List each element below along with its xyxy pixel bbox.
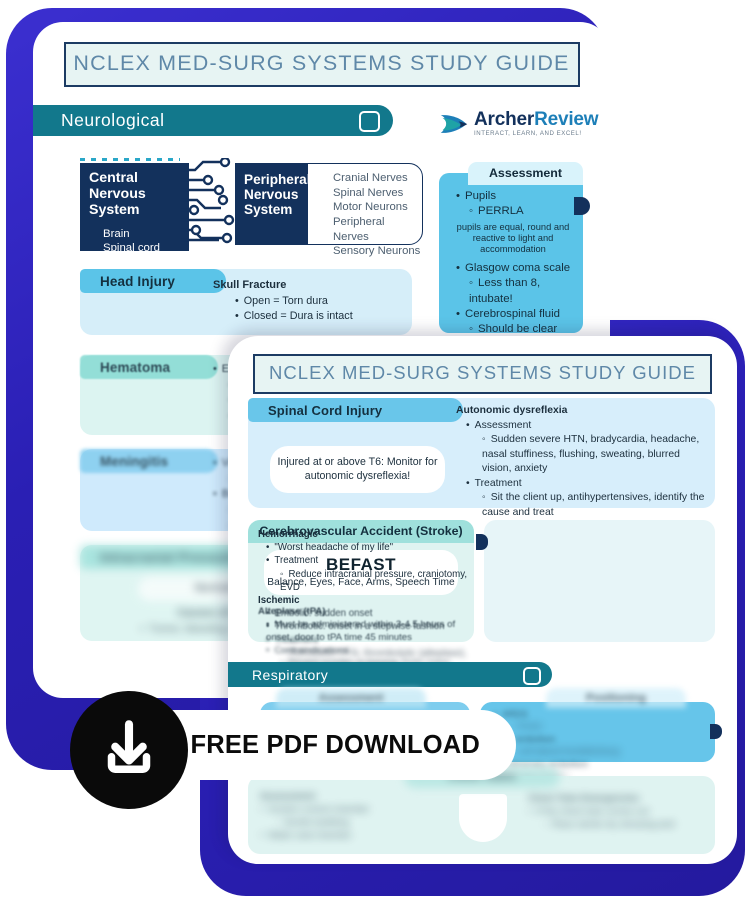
list-item: Pulmonary embolism xyxy=(494,758,719,770)
list-item: If the chest tube comes out xyxy=(528,805,708,818)
system-label-respiratory: Respiratory xyxy=(252,666,329,683)
list-item: Treatment xyxy=(466,477,708,492)
list-item: ARDS xyxy=(494,708,719,720)
checkbox-icon[interactable] xyxy=(523,667,541,685)
list-item: Sensory Neurons xyxy=(333,245,421,258)
list-item: Place sterile dry dressing and xyxy=(543,818,708,831)
chest-assessment-heading: Assessment xyxy=(260,790,316,801)
list-item: Reduce intracranial pressure, craniotomy… xyxy=(280,568,473,594)
brand-tagline: INTERACT, LEARN, AND EXCEL! xyxy=(474,130,582,137)
spinal-cord-injury-tab: Spinal Cord Injury xyxy=(248,398,463,422)
circuit-lines-graphic xyxy=(181,156,237,250)
list-item: Should be clear xyxy=(469,322,577,337)
autonomic-dysreflexia-content: Autonomic dysreflexia Assessment Sudden … xyxy=(456,404,708,521)
head-injury-list: Open = Torn dura Closed = Dura is intact xyxy=(213,294,353,325)
pns-title: Peripheral Nervous System xyxy=(236,164,311,244)
list-item: Cerebrospinal fluid xyxy=(456,307,577,322)
list-item: Sit the client up, antihypertensives, id… xyxy=(482,491,708,520)
list-item: Treatment xyxy=(266,634,473,647)
list-item: Gentle bubbling xyxy=(275,816,455,829)
list-item: Left lateral trendelenburg xyxy=(509,745,719,757)
list-item: Motor Neurons xyxy=(333,201,408,214)
hemorrhagic-heading: Hemorrhagic xyxy=(258,529,318,540)
list-item: Thrombotic: onset in a stepwise fashion xyxy=(266,620,473,633)
list-item: Closed = Dura is intact xyxy=(235,309,353,324)
respiratory-assessment-tab: Assessment xyxy=(276,688,426,708)
archer-arrow-icon xyxy=(439,111,469,137)
list-item: Glasgow coma scale xyxy=(456,261,577,276)
archer-review-logo: ArcherReview INTERACT, LEARN, AND EXCEL! xyxy=(439,109,599,137)
cva-tab: Cerebrovascular Accident (Stroke) xyxy=(248,520,474,543)
head-injury-content: Skull Fracture Open = Torn dura Closed =… xyxy=(213,278,353,324)
list-item: Sudden severe HTN, bradycardia, headache… xyxy=(482,433,708,477)
assessment-tab: Assessment xyxy=(468,162,583,185)
system-label-neurological: Neurological xyxy=(61,110,165,130)
list-item: Spinal cord xyxy=(103,242,160,255)
list-item: Air embolism xyxy=(494,733,719,745)
download-label: FREE PDF DOWNLOAD xyxy=(190,730,480,759)
head-injury-tab: Head Injury xyxy=(80,269,226,293)
skull-fracture-heading: Skull Fracture xyxy=(213,279,287,291)
perrla-expansion: pupils are equal, round and reactive to … xyxy=(456,221,570,254)
list-item: Brain xyxy=(103,227,130,240)
respiratory-positioning-tab: Positioning xyxy=(546,688,686,708)
list-item: Embolic: sudden onset xyxy=(266,607,473,620)
download-icon-button[interactable] xyxy=(70,691,188,809)
guide-title-front: NCLEX MED-SURG SYSTEMS STUDY GUIDE xyxy=(253,354,712,394)
cns-title: Central Nervous System xyxy=(89,170,146,218)
download-icon xyxy=(99,718,159,783)
assessment-content: Pupils PERRLA pupils are equal, round an… xyxy=(449,189,577,353)
cva-block: Cerebrovascular Accident (Stroke) BEFAST… xyxy=(248,520,715,681)
assessment-nub xyxy=(574,197,590,215)
autonomic-dysreflexia-heading: Autonomic dysreflexia xyxy=(456,405,568,416)
list-item: "Worst headache of my life" xyxy=(266,541,473,554)
list-item: Open = Torn dura xyxy=(235,294,353,309)
pns-item-list: Cranial Nerves Spinal Nerves Motor Neuro… xyxy=(320,171,422,259)
spinal-cord-injury-callout: Injured at or above T6: Monitor for auto… xyxy=(270,446,445,493)
chest-tubes-block: Chest Tubes Assessment Suction control c… xyxy=(248,766,715,854)
meningitis-tab: Meningitis xyxy=(80,449,218,473)
list-item: Treatment xyxy=(266,554,473,567)
list-item: Assessment xyxy=(466,419,708,434)
cva-right-panel xyxy=(484,520,715,642)
list-item: Spinal Nerves xyxy=(333,186,404,199)
central-nervous-system-box: Central Nervous System Brain Spinal cord xyxy=(80,163,189,254)
chest-emergencies-heading: Chest Tube Emergencies xyxy=(528,792,640,803)
spinal-cord-injury-block: Spinal Cord Injury Injured at or above T… xyxy=(248,398,715,518)
system-bar-respiratory: Respiratory xyxy=(228,662,552,687)
list-item: Cranial Nerves xyxy=(333,172,408,184)
checkbox-icon[interactable] xyxy=(359,111,380,132)
hematoma-tab: Hematoma xyxy=(80,355,218,379)
brand-name-part2: Review xyxy=(534,109,599,130)
chest-drain-icon xyxy=(459,794,507,842)
list-item: Less than 8, intubate! xyxy=(469,276,577,307)
peripheral-nervous-system-box: Peripheral Nervous System Cranial Nerves… xyxy=(235,163,423,257)
chest-tube-emergencies: Chest Tube Emergencies If the chest tube… xyxy=(528,792,708,831)
study-guide-card-front[interactable]: NCLEX MED-SURG SYSTEMS STUDY GUIDE Spina… xyxy=(228,336,737,864)
list-item: Peripheral Nerves xyxy=(333,216,385,243)
head-injury-block: Head Injury Skull Fracture Open = Torn d… xyxy=(80,269,412,335)
chest-tubes-assessment: Assessment Suction control chamber Gentl… xyxy=(260,790,455,842)
respiratory-section: Respiratory ArcherReview INTERACT, LEARN… xyxy=(228,652,737,687)
ischemic-heading: Ischemic xyxy=(258,594,300,606)
guide-title-back: NCLEX MED-SURG SYSTEMS STUDY GUIDE xyxy=(63,42,580,87)
list-item: Water seal chamber xyxy=(260,829,455,842)
dotted-divider xyxy=(80,158,180,161)
brand-name-part1: Archer xyxy=(474,109,535,130)
list-item: PERRLA xyxy=(469,204,577,219)
list-item: Pupils xyxy=(456,189,577,204)
cva-nub xyxy=(476,534,488,550)
cns-item-list: Brain Spinal cord xyxy=(89,227,189,256)
list-item: Prone xyxy=(509,720,719,732)
list-item: Suction control chamber xyxy=(260,803,455,816)
free-pdf-download-button[interactable]: FREE PDF DOWNLOAD xyxy=(140,710,516,780)
system-bar-neurological: Neurological xyxy=(33,105,393,136)
archer-review-wordmark: ArcherReview INTERACT, LEARN, AND EXCEL! xyxy=(474,109,599,137)
